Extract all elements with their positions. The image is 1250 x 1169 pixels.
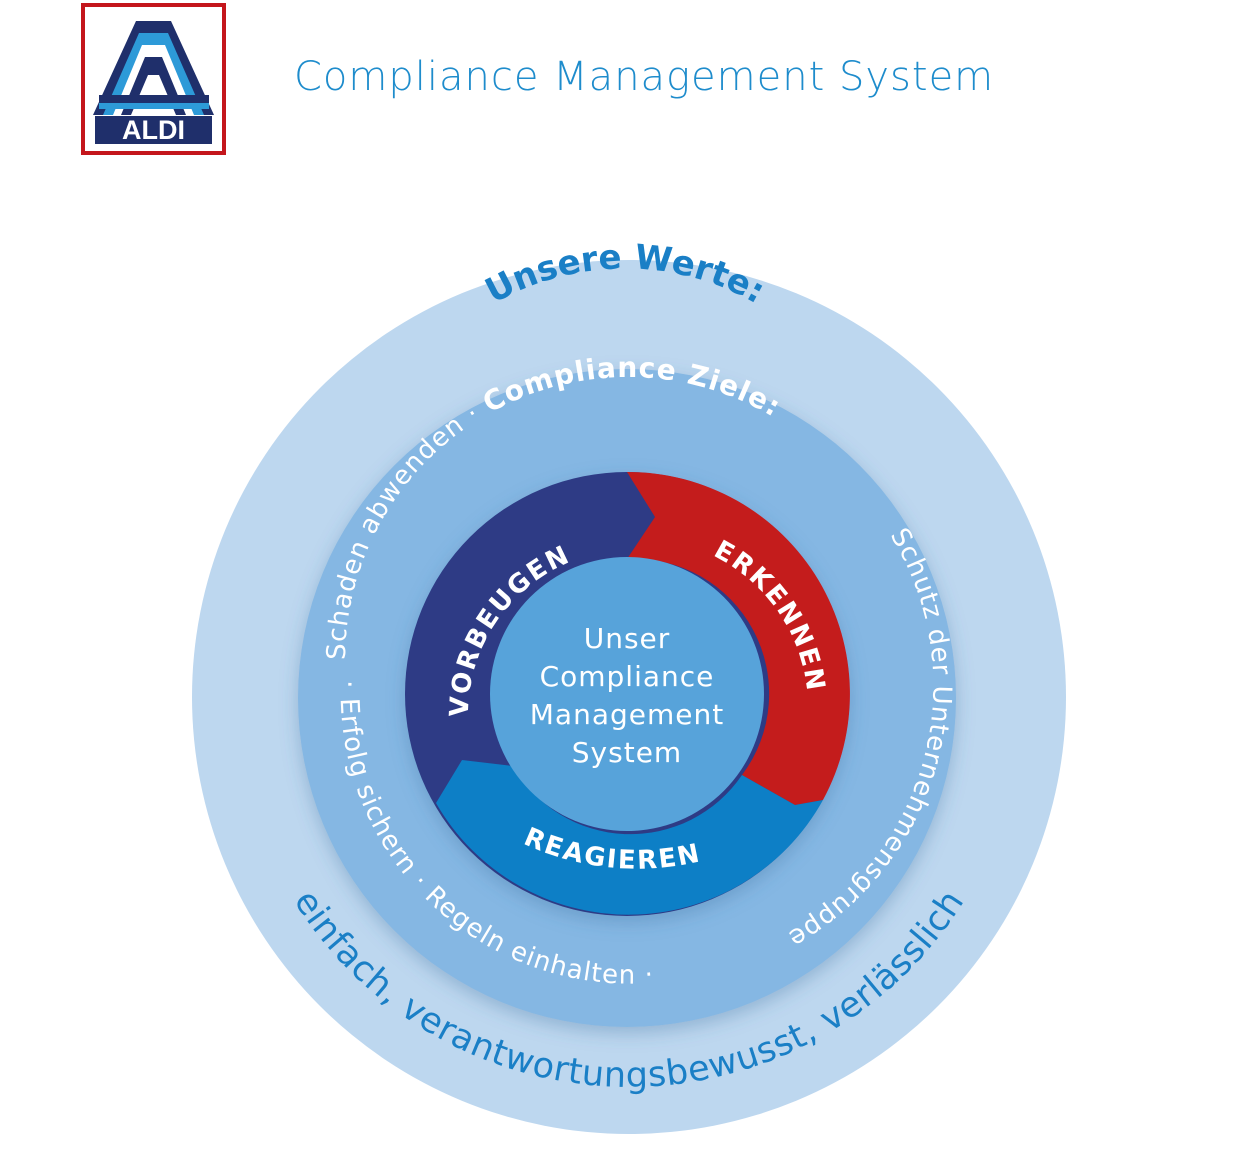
core-circle [490, 557, 764, 831]
center-label: Unser Compliance Management System [530, 622, 724, 769]
aldi-logo: ALDI [81, 3, 226, 155]
center-line: Unser [584, 622, 671, 655]
center-line: System [572, 736, 682, 769]
page-title: Compliance Management System [294, 54, 995, 100]
logo-a-mark [93, 21, 214, 115]
logo-text: ALDI [122, 115, 185, 145]
segment-erkennen [627, 471, 850, 805]
segment-reagieren [436, 760, 823, 915]
center-line: Compliance [540, 660, 715, 693]
center-line: Management [530, 698, 724, 731]
